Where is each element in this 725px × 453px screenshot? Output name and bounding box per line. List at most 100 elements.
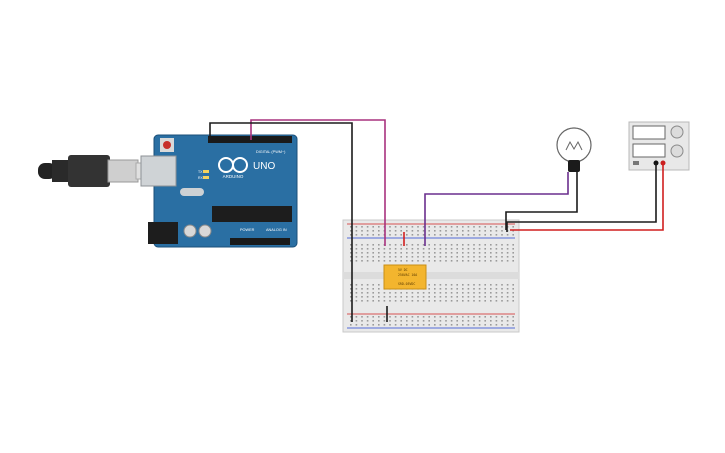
breadboard-hole[interactable] xyxy=(506,256,509,258)
breadboard-hole[interactable] xyxy=(439,226,442,228)
breadboard-hole[interactable] xyxy=(434,292,436,294)
breadboard-hole[interactable] xyxy=(445,230,447,232)
breadboard-hole[interactable] xyxy=(355,324,358,326)
breadboard-hole[interactable] xyxy=(478,244,481,246)
breadboard-hole[interactable] xyxy=(439,292,442,294)
breadboard-hole[interactable] xyxy=(506,234,509,236)
breadboard-hole[interactable] xyxy=(495,300,498,302)
breadboard-hole[interactable] xyxy=(361,288,363,290)
breadboard-hole[interactable] xyxy=(355,288,358,290)
breadboard-hole[interactable] xyxy=(428,252,430,254)
breadboard-hole[interactable] xyxy=(450,226,453,228)
breadboard-hole[interactable] xyxy=(355,300,358,302)
breadboard-hole[interactable] xyxy=(422,230,425,232)
breadboard-hole[interactable] xyxy=(400,292,402,294)
breadboard-hole[interactable] xyxy=(501,320,503,322)
breadboard-hole[interactable] xyxy=(372,320,374,322)
breadboard-hole[interactable] xyxy=(473,320,475,322)
breadboard-hole[interactable] xyxy=(366,248,369,250)
breadboard-hole[interactable] xyxy=(439,316,442,318)
breadboard-hole[interactable] xyxy=(378,284,380,286)
breadboard-hole[interactable] xyxy=(389,324,391,326)
breadboard-hole[interactable] xyxy=(361,230,363,232)
breadboard-hole[interactable] xyxy=(434,284,436,286)
breadboard-hole[interactable] xyxy=(484,324,486,326)
breadboard-hole[interactable] xyxy=(512,292,514,294)
breadboard-hole[interactable] xyxy=(450,244,453,246)
breadboard-hole[interactable] xyxy=(366,288,369,290)
breadboard-hole[interactable] xyxy=(406,252,408,254)
breadboard-hole[interactable] xyxy=(439,324,442,326)
breadboard-hole[interactable] xyxy=(456,244,458,246)
breadboard-hole[interactable] xyxy=(400,234,402,236)
breadboard-hole[interactable] xyxy=(445,300,447,302)
breadboard-hole[interactable] xyxy=(400,256,402,258)
breadboard-hole[interactable] xyxy=(383,292,386,294)
breadboard-hole[interactable] xyxy=(450,300,453,302)
breadboard-hole[interactable] xyxy=(394,244,397,246)
breadboard-hole[interactable] xyxy=(484,320,486,322)
breadboard-hole[interactable] xyxy=(473,296,475,298)
breadboard-hole[interactable] xyxy=(383,248,386,250)
breadboard-hole[interactable] xyxy=(366,300,369,302)
breadboard-hole[interactable] xyxy=(484,230,486,232)
breadboard-hole[interactable] xyxy=(350,324,352,326)
breadboard-hole[interactable] xyxy=(478,292,481,294)
breadboard-hole[interactable] xyxy=(422,320,425,322)
breadboard-hole[interactable] xyxy=(378,320,380,322)
breadboard-hole[interactable] xyxy=(434,252,436,254)
breadboard-hole[interactable] xyxy=(484,300,486,302)
breadboard-hole[interactable] xyxy=(478,300,481,302)
breadboard-hole[interactable] xyxy=(512,288,514,290)
breadboard-hole[interactable] xyxy=(355,316,358,318)
breadboard-hole[interactable] xyxy=(473,260,475,262)
breadboard-hole[interactable] xyxy=(490,244,492,246)
breadboard-hole[interactable] xyxy=(434,288,436,290)
breadboard-hole[interactable] xyxy=(411,226,414,228)
breadboard-hole[interactable] xyxy=(456,252,458,254)
breadboard-hole[interactable] xyxy=(372,252,374,254)
breadboard-hole[interactable] xyxy=(434,324,436,326)
breadboard-hole[interactable] xyxy=(366,316,369,318)
breadboard-hole[interactable] xyxy=(406,244,408,246)
breadboard-hole[interactable] xyxy=(428,248,430,250)
breadboard-hole[interactable] xyxy=(434,320,436,322)
breadboard-hole[interactable] xyxy=(495,248,498,250)
breadboard-hole[interactable] xyxy=(467,234,470,236)
breadboard-hole[interactable] xyxy=(456,260,458,262)
breadboard-hole[interactable] xyxy=(389,256,391,258)
breadboard-hole[interactable] xyxy=(450,316,453,318)
breadboard-hole[interactable] xyxy=(456,320,458,322)
breadboard-hole[interactable] xyxy=(411,292,414,294)
breadboard-hole[interactable] xyxy=(490,248,492,250)
breadboard-hole[interactable] xyxy=(400,316,402,318)
breadboard-hole[interactable] xyxy=(450,320,453,322)
breadboard-hole[interactable] xyxy=(462,252,464,254)
breadboard-hole[interactable] xyxy=(406,234,408,236)
breadboard-hole[interactable] xyxy=(350,248,352,250)
breadboard-hole[interactable] xyxy=(434,234,436,236)
breadboard-hole[interactable] xyxy=(490,316,492,318)
breadboard-hole[interactable] xyxy=(361,248,363,250)
breadboard-hole[interactable] xyxy=(495,260,498,262)
breadboard-hole[interactable] xyxy=(355,260,358,262)
breadboard-hole[interactable] xyxy=(428,316,430,318)
breadboard-hole[interactable] xyxy=(467,248,470,250)
breadboard-hole[interactable] xyxy=(366,292,369,294)
breadboard-hole[interactable] xyxy=(400,320,402,322)
breadboard-hole[interactable] xyxy=(361,296,363,298)
breadboard-hole[interactable] xyxy=(355,296,358,298)
breadboard-hole[interactable] xyxy=(512,260,514,262)
breadboard-hole[interactable] xyxy=(462,248,464,250)
breadboard-hole[interactable] xyxy=(400,252,402,254)
breadboard-hole[interactable] xyxy=(350,316,352,318)
breadboard-hole[interactable] xyxy=(361,284,363,286)
breadboard-hole[interactable] xyxy=(501,324,503,326)
breadboard-hole[interactable] xyxy=(450,292,453,294)
breadboard-hole[interactable] xyxy=(501,226,503,228)
breadboard-hole[interactable] xyxy=(484,234,486,236)
breadboard-hole[interactable] xyxy=(400,244,402,246)
breadboard-hole[interactable] xyxy=(372,256,374,258)
breadboard-hole[interactable] xyxy=(467,296,470,298)
